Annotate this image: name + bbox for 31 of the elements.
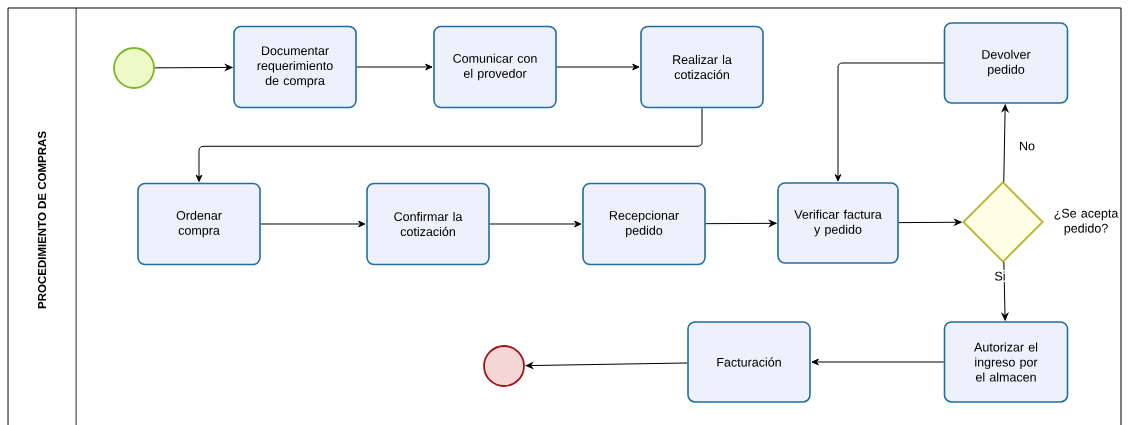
task-box: Verificar factura y pedido (777, 182, 899, 264)
arrow (898, 218, 962, 226)
task-box: Confirmar la cotización (366, 182, 490, 266)
start-event-circle (113, 47, 155, 89)
arrow (705, 220, 777, 227)
edge-label: No (1017, 140, 1037, 152)
arrow (489, 220, 582, 228)
task-box: Documentar requerimiento de compra (233, 25, 357, 109)
edge-label: Si (992, 269, 1008, 283)
end-event-circle (483, 345, 525, 387)
arrow (556, 63, 640, 71)
task-box: Comunicar con el provedor (433, 25, 557, 109)
arrow (195, 107, 703, 182)
arrow (260, 220, 366, 228)
arrow (811, 358, 945, 366)
arrow (356, 63, 433, 71)
task-box: Facturación (687, 321, 811, 403)
task-box: Ordenar compra (137, 182, 261, 266)
arrow (834, 62, 945, 182)
arrow (525, 362, 688, 369)
arrow (154, 64, 233, 71)
task-box: Recepcionar pedido (582, 182, 706, 266)
pool (7, 7, 1122, 425)
task-box: Devolver pedido (943, 22, 1069, 104)
arrow (1001, 104, 1009, 183)
pool-label: PROCEDIMIENTO DE COMPRAS (37, 131, 47, 309)
question-label: ¿Se acepta pedido? (1054, 208, 1119, 236)
task-box: Realizar la cotización (640, 25, 764, 109)
task-box: Autorizar el ingreso por el almacen (943, 321, 1069, 403)
decision-diamond (962, 181, 1044, 263)
arrow (1001, 261, 1009, 321)
